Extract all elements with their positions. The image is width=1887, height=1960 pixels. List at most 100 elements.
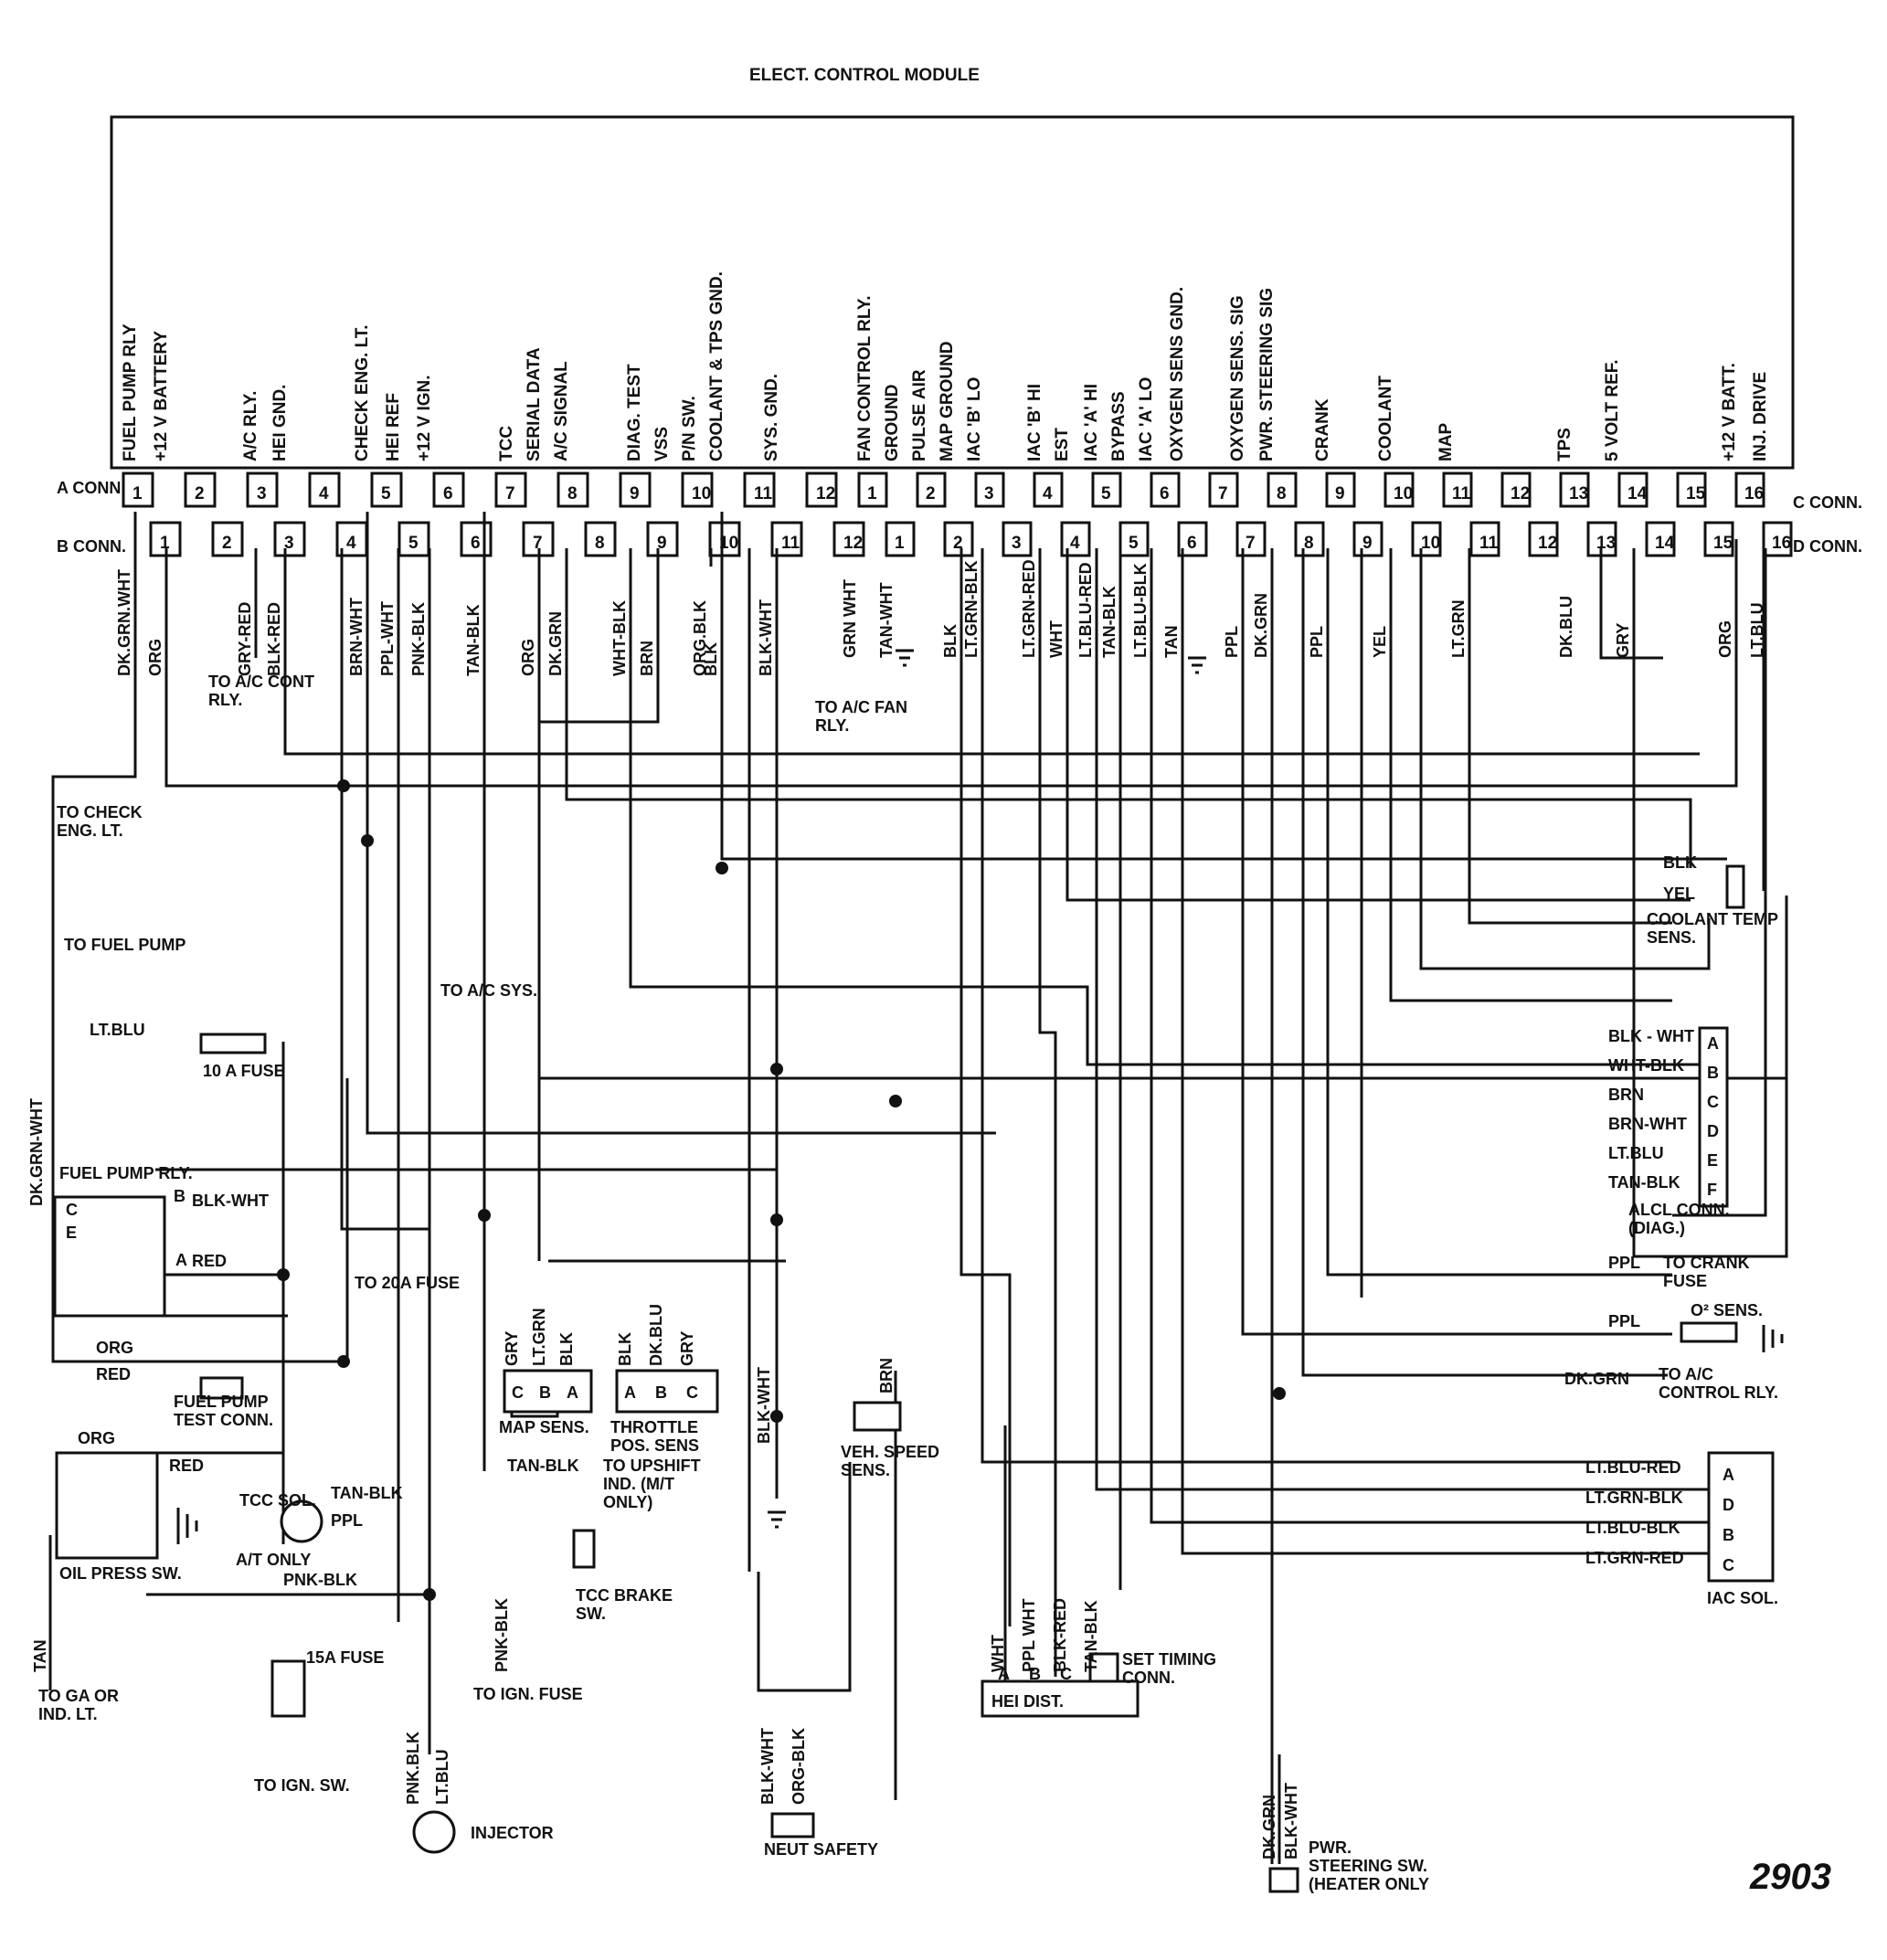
red-label: RED <box>192 1252 227 1270</box>
d-pin-box-12 <box>1528 521 1559 557</box>
d-pin-9: 9 <box>1362 534 1373 553</box>
tan-blk-upshift: TAN-BLK <box>507 1457 579 1475</box>
b-pin-box-3 <box>273 521 306 557</box>
brn-label: BRN <box>877 1358 896 1393</box>
inj-blu-label: LT.BLU <box>433 1749 451 1805</box>
c-pin-12: 12 <box>1511 484 1530 503</box>
function-label-right-16: TPS <box>1555 428 1574 461</box>
wire-color-left-3: BLK-RED <box>265 602 283 676</box>
a-pin-11: 11 <box>754 484 773 503</box>
d-pin-box-1 <box>885 521 916 557</box>
wire-color-left-0: DK.GRN.WHT <box>115 569 133 676</box>
lt-blu-label: LT.BLU <box>90 1021 145 1039</box>
to-20a-fuse: TO 20A FUSE <box>355 1274 460 1292</box>
alcl-pin-E: E <box>1707 1151 1718 1170</box>
wire-color-right-14: LT.GRN <box>1449 599 1468 658</box>
d-pin-5: 5 <box>1129 534 1139 553</box>
b-conn-label: B CONN. <box>57 537 126 556</box>
inj-pnk-label: PNK.BLK <box>404 1732 422 1805</box>
wire-color-right-8: LT.BLU-BLK <box>1131 563 1150 658</box>
wire-color-right-16: GRY <box>1614 623 1632 658</box>
map-wire-1: LT.GRN <box>530 1308 548 1366</box>
iac-wire-3: LT.GRN-RED <box>1585 1549 1684 1567</box>
pnk-blk-label: PNK-BLK <box>283 1571 357 1589</box>
b-pin-8: 8 <box>595 534 605 553</box>
c-pin-13: 13 <box>1569 484 1588 503</box>
d-pin-13: 13 <box>1596 534 1616 553</box>
a-pin-2: 2 <box>195 484 205 503</box>
alcl-wire-5: TAN-BLK <box>1608 1173 1680 1192</box>
tcc-brake-sw-box <box>572 1529 596 1569</box>
ppl-o2: PPL <box>1608 1312 1640 1330</box>
relay-pin-b: B <box>174 1187 186 1205</box>
function-label-right-4: IAC 'B' LO <box>965 377 984 461</box>
tps-pin-C: C <box>686 1383 698 1402</box>
b-pin-3: 3 <box>284 534 294 553</box>
map-pin-A: A <box>567 1383 578 1402</box>
d-pin-11: 11 <box>1479 534 1499 553</box>
b-pin-box-10 <box>708 521 741 557</box>
ps-wire-1: BLK-WHT <box>1282 1783 1300 1859</box>
d-pin-2: 2 <box>953 534 963 553</box>
function-label-right-6: EST <box>1053 428 1072 461</box>
c-pin-box-15 <box>1676 471 1707 508</box>
wire-color-right-2: BLK <box>941 624 959 658</box>
function-label-left-11: VSS <box>652 427 672 461</box>
wire-color-right-13: YEL <box>1371 626 1389 658</box>
function-label-left-9: A/C SIGNAL <box>552 361 571 461</box>
b-pin-box-12 <box>832 521 865 557</box>
wire-color-left-2: GRY-RED <box>236 602 254 676</box>
c-pin-box-10 <box>1383 471 1415 508</box>
junctions <box>277 779 1286 1601</box>
iac-pin-B: B <box>1723 1526 1734 1544</box>
c-pin-box-14 <box>1617 471 1648 508</box>
relay-pin-a: A <box>175 1251 187 1269</box>
function-label-right-3: MAP GROUND <box>938 341 957 461</box>
tps-wire-1: DK.BLU <box>647 1304 665 1366</box>
d-pin-6: 6 <box>1187 534 1197 553</box>
wire-color-right-3: LT.GRN-BLK <box>962 560 981 658</box>
hei-pin-C: C <box>1060 1665 1072 1683</box>
c-pin-box-6 <box>1150 471 1181 508</box>
wire-color-left-12: ORG.BLK <box>691 600 709 676</box>
veh-speed-sens-box <box>853 1401 902 1432</box>
map-sens-label: MAP SENS. <box>499 1418 589 1436</box>
d-pin-12: 12 <box>1538 534 1557 553</box>
pnk-blk-brake: PNK-BLK <box>493 1598 511 1672</box>
function-label-right-19: INJ. DRIVE <box>1751 372 1770 461</box>
d-pin-10: 10 <box>1421 534 1440 553</box>
o2-sens-box <box>1680 1321 1738 1343</box>
to-ac-sys: TO A/C SYS. <box>440 981 537 1000</box>
ct-wire-1: YEL <box>1663 885 1695 903</box>
d-pin-box-15 <box>1703 521 1734 557</box>
a-pin-box-11 <box>743 471 776 508</box>
ns-wire-0: BLK-WHT <box>758 1728 777 1805</box>
c-pin-box-2 <box>916 471 947 508</box>
function-label-right-13: CRANK <box>1313 398 1332 461</box>
ppl-tcc: PPL <box>331 1511 363 1530</box>
a-pin-box-7 <box>494 471 527 508</box>
wire-color-right-18: LT.BLU <box>1748 602 1766 658</box>
b-pin-2: 2 <box>222 534 232 553</box>
c-pin-2: 2 <box>926 484 936 503</box>
function-label-left-7: TCC <box>497 426 516 461</box>
tcc-sol-label: TCC SOL. <box>239 1491 316 1510</box>
function-label-left-14: SYS. GND. <box>762 374 781 461</box>
wire-color-right-17: ORG <box>1716 620 1734 658</box>
a-pin-9: 9 <box>630 484 640 503</box>
iac-pin-A: A <box>1723 1466 1734 1484</box>
iac-wire-2: LT.BLU-BLK <box>1585 1519 1680 1537</box>
injector-label: INJECTOR <box>471 1824 554 1842</box>
b-pin-5: 5 <box>408 534 419 553</box>
b-pin-1: 1 <box>160 534 170 553</box>
